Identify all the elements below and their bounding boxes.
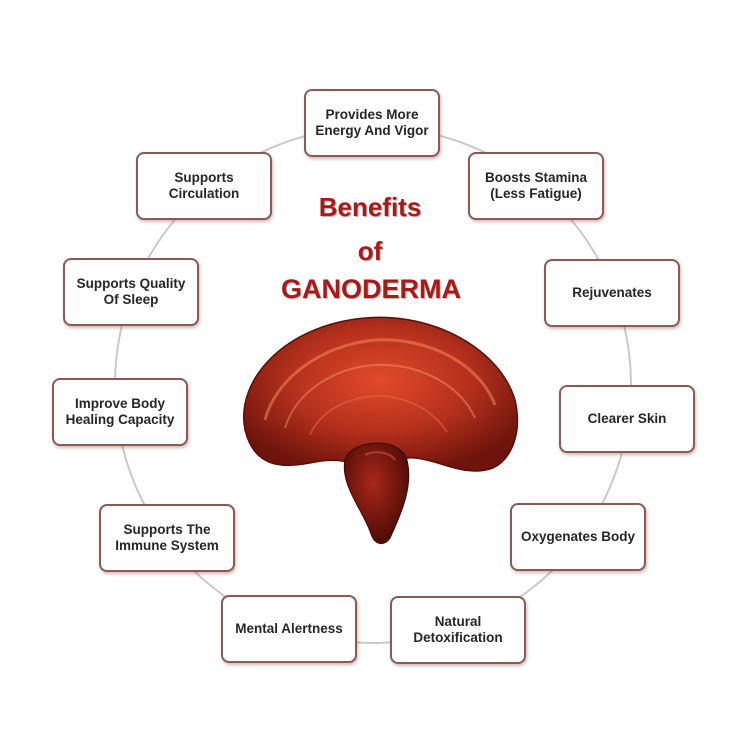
benefit-box-immune-system: Supports The Immune System — [99, 504, 235, 572]
diagram-title-line-2: of — [357, 236, 383, 266]
benefit-box-energy: Provides More Energy And Vigor — [304, 89, 440, 157]
benefit-box-rejuvenates: Rejuvenates — [544, 259, 680, 327]
benefit-box-circulation: Supports Circulation — [136, 152, 272, 220]
benefit-box-sleep: Supports Quality Of Sleep — [63, 258, 199, 326]
benefit-box-stamina: Boosts Stamina (Less Fatigue) — [468, 152, 604, 220]
benefit-box-mental-alertness: Mental Alertness — [221, 595, 357, 663]
ganoderma-mushroom-icon — [243, 316, 519, 544]
diagram-title-line-3: GANODERMA — [281, 274, 461, 304]
benefit-box-oxygenates: Oxygenates Body — [510, 503, 646, 571]
diagram-title-line-1: Benefits — [318, 192, 422, 222]
benefit-box-clearer-skin: Clearer Skin — [559, 385, 695, 453]
benefit-box-detoxification: Natural Detoxification — [390, 596, 526, 664]
benefit-box-healing: Improve Body Healing Capacity — [52, 378, 188, 446]
